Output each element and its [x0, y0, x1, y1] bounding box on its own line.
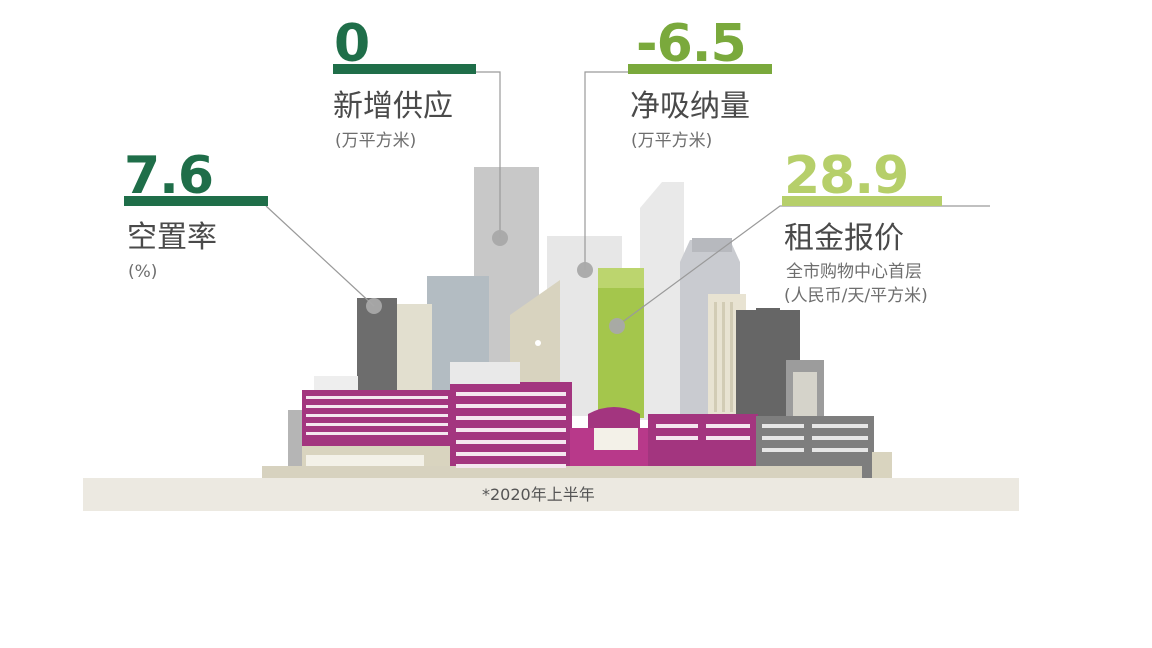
callout-line-vacancy	[265, 205, 375, 307]
cream-tower-windows	[714, 302, 733, 412]
callout-line-supply	[476, 71, 501, 238]
rent-unit-line1: 全市购物中心首层	[786, 262, 922, 282]
vacancy-label: 空置率	[127, 220, 217, 255]
ground-band	[83, 478, 1019, 511]
building-tower-steel-top	[692, 238, 732, 252]
dot-vacancy	[366, 298, 382, 314]
window-dot	[535, 340, 541, 346]
window-stripes-center	[456, 392, 566, 468]
building-beige-front-right	[872, 452, 892, 478]
building-green-highlight-top	[598, 268, 644, 288]
dot-supply	[492, 230, 508, 246]
callout-dots	[366, 230, 625, 334]
callout-line-absorption	[584, 71, 628, 270]
building-mall-dome	[588, 407, 640, 428]
window-stripes-right-magenta	[656, 424, 750, 440]
absorption-unit: (万平方米)	[631, 131, 713, 151]
footnote: *2020年上半年	[482, 485, 595, 504]
supply-value: 0	[334, 14, 370, 74]
vacancy-unit: (%)	[128, 262, 158, 282]
supply-label: 新增供应	[333, 89, 453, 124]
building-magenta-right	[648, 414, 758, 470]
rent-unit-line2: (人民币/天/平方米)	[784, 286, 928, 306]
rent-value: 28.9	[784, 146, 909, 206]
building-tower-pale-right	[640, 182, 684, 420]
building-beige-slim	[396, 304, 432, 396]
window-stripes-left	[306, 396, 448, 435]
building-magenta-center-top	[450, 362, 520, 384]
supply-unit: (万平方米)	[335, 131, 417, 151]
building-gray-right-inner	[793, 372, 817, 420]
dot-absorption	[577, 262, 593, 278]
building-dark-gray	[357, 298, 397, 396]
vacancy-value: 7.6	[124, 146, 214, 206]
building-base-strip	[262, 466, 862, 478]
vacancy-underline	[124, 196, 268, 206]
building-green-highlight	[598, 268, 644, 418]
absorption-label: 净吸纳量	[630, 89, 750, 124]
dot-rent	[609, 318, 625, 334]
building-magenta-left	[302, 390, 452, 446]
rent-underline	[782, 196, 942, 206]
absorption-underline	[628, 64, 772, 74]
window-stripes-right-gray	[762, 424, 868, 452]
supply-underline	[333, 64, 476, 74]
absorption-value: -6.5	[636, 14, 747, 74]
building-charcoal-step	[756, 308, 780, 320]
building-mall-window	[594, 428, 638, 450]
rent-label: 租金报价	[784, 221, 904, 256]
